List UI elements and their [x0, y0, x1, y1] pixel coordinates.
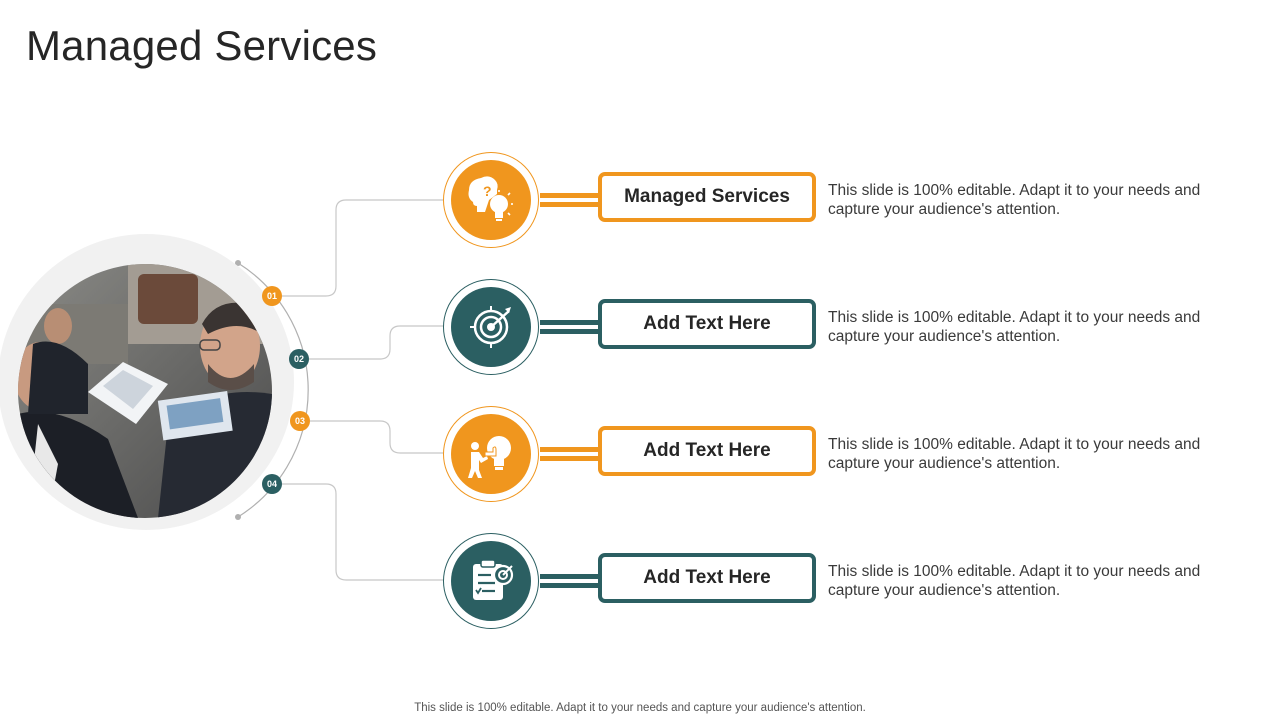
step-number-03: 03	[290, 411, 310, 431]
brain-lightbulb-icon: ?	[451, 160, 531, 240]
description-1: This slide is 100% editable. Adapt it to…	[828, 182, 1201, 218]
business-meeting-photo	[18, 264, 272, 518]
person-puzzle-bulb-icon	[451, 414, 531, 494]
svg-text:?: ?	[483, 183, 492, 199]
label-box-1: Managed Services	[598, 172, 816, 222]
icon-circle-3	[443, 406, 539, 502]
page-title: Managed Services	[26, 22, 378, 69]
target-arrow-icon	[451, 287, 531, 367]
description-2: This slide is 100% editable. Adapt it to…	[828, 309, 1201, 345]
bridge-1	[540, 193, 600, 207]
label-box-2: Add Text Here	[598, 299, 816, 349]
label-box-3: Add Text Here	[598, 426, 816, 476]
step-number-02: 02	[289, 349, 309, 369]
icon-circle-2	[443, 279, 539, 375]
description-4: This slide is 100% editable. Adapt it to…	[828, 563, 1201, 599]
description-3: This slide is 100% editable. Adapt it to…	[828, 436, 1201, 472]
footer-note: This slide is 100% editable. Adapt it to…	[414, 702, 866, 714]
label-box-4: Add Text Here	[598, 553, 816, 603]
step-number-01: 01	[262, 286, 282, 306]
bridge-4	[540, 574, 600, 588]
icon-circle-4	[443, 533, 539, 629]
bridge-3	[540, 447, 600, 461]
clipboard-target-icon	[451, 541, 531, 621]
bridge-2	[540, 320, 600, 334]
step-number-04: 04	[262, 474, 282, 494]
icon-circle-1: ?	[443, 152, 539, 248]
